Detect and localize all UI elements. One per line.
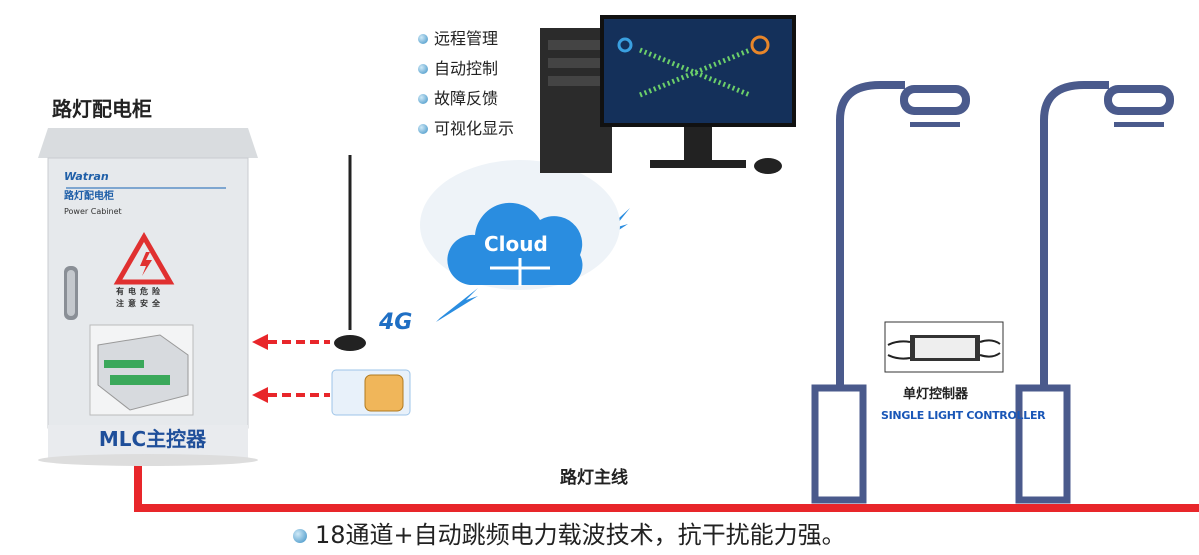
controller-name-cn: 单灯控制器 [903, 387, 969, 402]
feature-label: 可视化显示 [434, 118, 515, 138]
feature-item: 可视化显示 [418, 114, 514, 144]
controller-name-en: SINGLE LIGHT CONTROLLER [881, 409, 1046, 422]
street-lamp-heads [811, 85, 1174, 504]
antenna [334, 155, 366, 351]
cloud-label: Cloud [484, 232, 548, 256]
feature-label: 自动控制 [434, 58, 499, 78]
feature-list: 远程管理 自动控制 故障反馈 可视化显示 [418, 24, 514, 144]
warning-text: 有电危险 注意安全 [116, 287, 164, 308]
mlc-controller-label: MLC主控器 [98, 427, 207, 451]
4g-label: 4G [379, 310, 413, 335]
footer-caption: 18通道+自动跳频电力载波技术，抗干扰能力强。 [293, 521, 846, 550]
street-light-pole [836, 81, 1109, 390]
cabinet-name-en: Power Cabinet [64, 207, 122, 216]
feature-item: 远程管理 [418, 24, 514, 54]
bullet-icon [293, 528, 307, 543]
brand-logo: Watran [64, 170, 109, 183]
main-line-label: 路灯主线 [560, 468, 628, 488]
feature-item: 自动控制 [418, 54, 514, 84]
feature-label: 故障反馈 [434, 88, 499, 108]
feature-item: 故障反馈 [418, 84, 514, 114]
feature-label: 远程管理 [434, 28, 499, 48]
lightning-icon [436, 288, 478, 322]
footer-text: 18通道+自动跳频电力载波技术，抗干扰能力强。 [315, 521, 846, 549]
cabinet-title: 路灯配电柜 [52, 97, 152, 121]
bullet-icon [418, 124, 428, 134]
cabinet-name-cn: 路灯配电柜 [64, 191, 114, 202]
cloud-icon [420, 160, 620, 290]
bullet-icon [418, 94, 428, 104]
power-cabinet [38, 128, 258, 466]
signal-arrows [252, 334, 330, 403]
single-light-controller-image [884, 321, 1004, 373]
bullet-icon [418, 64, 428, 74]
bullet-icon [418, 34, 428, 44]
computer [540, 15, 796, 174]
sim-card [331, 369, 411, 416]
main-power-line [134, 458, 1199, 512]
